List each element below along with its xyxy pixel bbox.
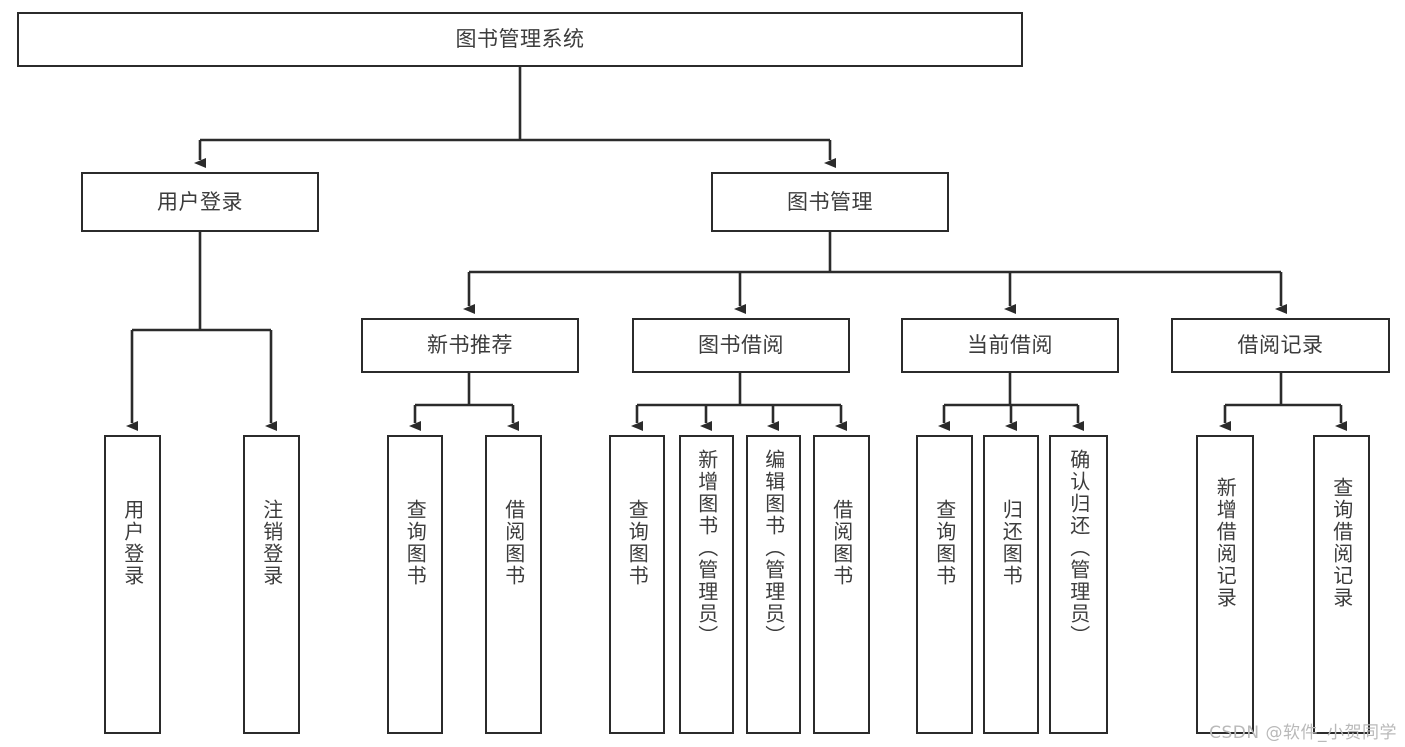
- node-user-login[interactable]: 用户登录: [81, 172, 319, 232]
- leaf-confirm-return-admin-label: 确认归还（管理员）: [1066, 449, 1091, 647]
- leaf-query-book-new[interactable]: 查询图书: [387, 435, 443, 734]
- leaf-query-book-current[interactable]: 查询图书: [916, 435, 973, 734]
- node-new-book-recommend-label: 新书推荐: [427, 333, 513, 358]
- node-current-borrow[interactable]: 当前借阅: [901, 318, 1119, 373]
- node-root[interactable]: 图书管理系统: [17, 12, 1023, 67]
- node-borrow-records[interactable]: 借阅记录: [1171, 318, 1390, 373]
- leaf-return-book[interactable]: 归还图书: [983, 435, 1039, 734]
- node-current-borrow-label: 当前借阅: [967, 333, 1053, 358]
- leaf-query-book-current-label: 查询图书: [932, 499, 957, 587]
- leaf-query-book-borrow-label: 查询图书: [625, 499, 650, 587]
- watermark: CSDN @软件_小贺同学: [1209, 723, 1397, 743]
- node-borrow-records-label: 借阅记录: [1237, 333, 1324, 358]
- leaf-query-book-new-label: 查询图书: [403, 499, 428, 587]
- leaf-logout-label: 注销登录: [259, 499, 284, 587]
- leaf-query-book-borrow[interactable]: 查询图书: [609, 435, 665, 734]
- leaf-query-borrow-record[interactable]: 查询借阅记录: [1313, 435, 1370, 734]
- leaf-query-borrow-record-label: 查询借阅记录: [1329, 477, 1354, 609]
- node-root-label: 图书管理系统: [455, 27, 585, 52]
- node-new-book-recommend[interactable]: 新书推荐: [361, 318, 579, 373]
- node-book-management[interactable]: 图书管理: [711, 172, 949, 232]
- leaf-borrow-book-new[interactable]: 借阅图书: [485, 435, 542, 734]
- node-book-management-label: 图书管理: [787, 189, 873, 214]
- node-book-borrow[interactable]: 图书借阅: [632, 318, 850, 373]
- node-book-borrow-label: 图书借阅: [698, 333, 784, 358]
- leaf-edit-book-admin-label: 编辑图书（管理员）: [761, 449, 786, 647]
- leaf-add-book-admin-label: 新增图书（管理员）: [694, 449, 719, 647]
- leaf-lend-book[interactable]: 借阅图书: [813, 435, 870, 734]
- leaf-return-book-label: 归还图书: [999, 499, 1024, 587]
- leaf-add-book-admin[interactable]: 新增图书（管理员）: [679, 435, 734, 734]
- node-user-login-label: 用户登录: [157, 189, 243, 214]
- leaf-borrow-book-new-label: 借阅图书: [501, 499, 526, 587]
- leaf-lend-book-label: 借阅图书: [829, 499, 854, 587]
- leaf-logout[interactable]: 注销登录: [243, 435, 300, 734]
- leaf-add-borrow-record-label: 新增借阅记录: [1213, 477, 1238, 609]
- leaf-confirm-return-admin[interactable]: 确认归还（管理员）: [1049, 435, 1108, 734]
- leaf-edit-book-admin[interactable]: 编辑图书（管理员）: [746, 435, 801, 734]
- leaf-user-login-label: 用户登录: [120, 499, 145, 587]
- leaf-user-login[interactable]: 用户登录: [104, 435, 161, 734]
- leaf-add-borrow-record[interactable]: 新增借阅记录: [1196, 435, 1254, 734]
